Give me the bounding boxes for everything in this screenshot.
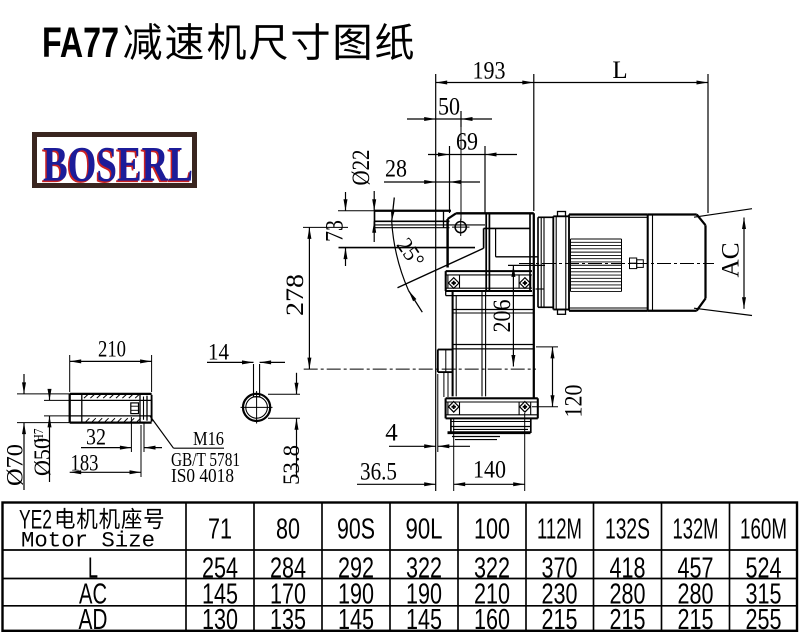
svg-text:255: 255 xyxy=(746,604,782,633)
svg-text:H7: H7 xyxy=(32,429,47,443)
svg-text:457: 457 xyxy=(678,553,714,585)
svg-text:71: 71 xyxy=(208,514,232,546)
svg-text:160: 160 xyxy=(474,604,510,633)
svg-text:AC: AC xyxy=(718,243,745,278)
svg-text:FA77: FA77 xyxy=(42,19,119,67)
svg-text:130: 130 xyxy=(202,604,238,633)
svg-text:36.5: 36.5 xyxy=(360,459,397,486)
svg-text:32: 32 xyxy=(86,425,106,450)
svg-text:100: 100 xyxy=(474,514,510,546)
svg-text:M16: M16 xyxy=(193,428,224,450)
svg-text:YE2: YE2 xyxy=(19,505,52,535)
svg-text:Ø70: Ø70 xyxy=(3,444,28,486)
svg-text:190: 190 xyxy=(406,579,442,611)
svg-text:278: 278 xyxy=(282,274,309,316)
svg-text:135: 135 xyxy=(270,604,306,633)
svg-text:112M: 112M xyxy=(537,514,582,546)
svg-text:BOSERL: BOSERL xyxy=(42,137,192,193)
svg-text:90S: 90S xyxy=(337,514,375,546)
svg-text:284: 284 xyxy=(270,553,306,585)
svg-text:L: L xyxy=(88,553,98,585)
svg-text:50: 50 xyxy=(438,94,460,121)
svg-text:190: 190 xyxy=(338,579,374,611)
svg-text:206: 206 xyxy=(489,300,516,333)
svg-text:120: 120 xyxy=(561,385,588,418)
svg-text:AD: AD xyxy=(79,604,108,633)
svg-text:132S: 132S xyxy=(605,514,650,546)
svg-text:L: L xyxy=(612,57,627,84)
svg-text:14: 14 xyxy=(208,340,229,365)
svg-text:28: 28 xyxy=(385,156,407,183)
svg-text:53.8: 53.8 xyxy=(279,445,304,485)
svg-text:322: 322 xyxy=(474,553,510,585)
svg-text:BOSERL: BOSERL xyxy=(43,136,193,192)
svg-text:Motor Size: Motor Size xyxy=(21,529,155,554)
svg-text:73: 73 xyxy=(322,220,349,242)
svg-text:140: 140 xyxy=(473,457,506,484)
svg-text:4: 4 xyxy=(385,420,398,447)
svg-text:418: 418 xyxy=(610,553,646,585)
svg-text:215: 215 xyxy=(678,604,714,633)
svg-text:145: 145 xyxy=(406,604,442,633)
svg-text:170: 170 xyxy=(270,579,306,611)
svg-text:230: 230 xyxy=(542,579,578,611)
svg-text:145: 145 xyxy=(202,579,238,611)
svg-text:210: 210 xyxy=(474,579,510,611)
svg-text:160M: 160M xyxy=(740,514,787,546)
svg-text:524: 524 xyxy=(746,553,782,585)
svg-text:69: 69 xyxy=(456,129,478,156)
svg-text:315: 315 xyxy=(746,579,782,611)
svg-text:254: 254 xyxy=(202,553,238,585)
svg-text:Ø50: Ø50 xyxy=(30,438,55,476)
svg-text:370: 370 xyxy=(542,553,578,585)
svg-text:322: 322 xyxy=(406,553,442,585)
svg-text:AC: AC xyxy=(79,579,107,611)
svg-text:183: 183 xyxy=(71,451,99,476)
svg-text:145: 145 xyxy=(338,604,374,633)
svg-text:132M: 132M xyxy=(673,514,719,546)
svg-text:280: 280 xyxy=(678,579,714,611)
svg-text:280: 280 xyxy=(610,579,646,611)
svg-text:Ø22: Ø22 xyxy=(348,150,375,186)
svg-text:215: 215 xyxy=(542,604,578,633)
svg-text:210: 210 xyxy=(98,337,126,362)
svg-text:80: 80 xyxy=(276,514,300,546)
svg-text:IS0 4018: IS0 4018 xyxy=(171,465,234,487)
svg-text:GB/T 5781: GB/T 5781 xyxy=(171,449,240,471)
svg-text:215: 215 xyxy=(610,604,646,633)
svg-text:193: 193 xyxy=(473,58,506,85)
svg-text:90L: 90L xyxy=(406,514,443,546)
svg-text:292: 292 xyxy=(338,553,374,585)
